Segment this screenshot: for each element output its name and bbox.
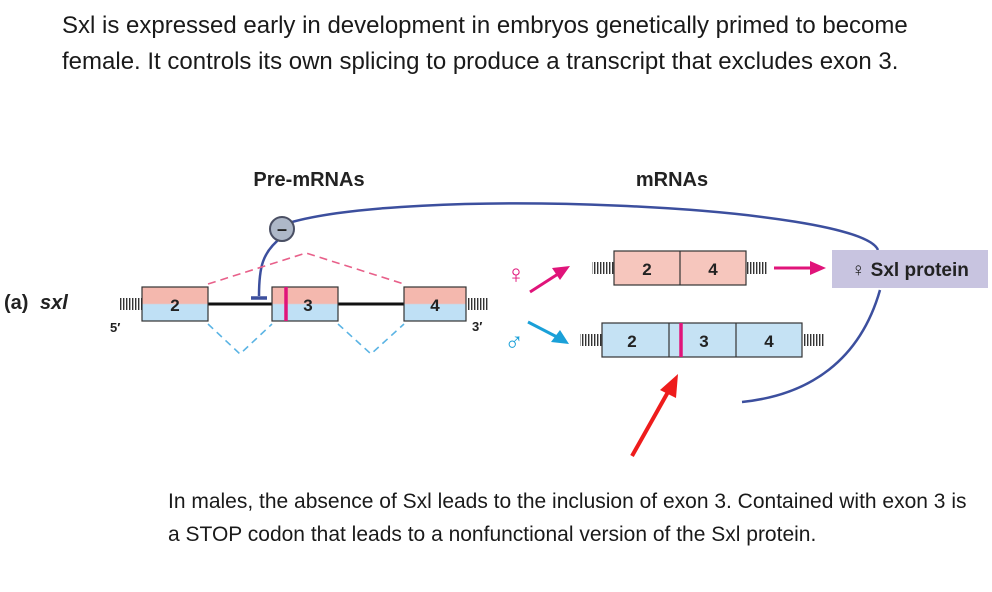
feedback-curve-top [281, 202, 880, 251]
sxl-protein-label: ♀ Sxl protein [851, 260, 969, 281]
male-arrow-head [551, 330, 569, 344]
mrna-title: mRNAs [636, 169, 708, 191]
female-arrow-shaft [529, 272, 559, 294]
male-arrow-shaft [527, 320, 558, 339]
male-symbol: ♂ [504, 327, 524, 357]
pre-mrna-exon-3 [271, 286, 339, 322]
gene-name: sxl [40, 292, 68, 314]
male-mrna-3-tail [802, 334, 824, 346]
pre-mrna-exon-2 [141, 286, 209, 322]
pre-mrna-exon-4-label: 4 [430, 296, 440, 315]
highlight-arrow-shaft [630, 391, 670, 457]
outro-text: In males, the absence of Sxl leads to th… [168, 490, 967, 546]
female-mrna-3-tail [746, 262, 768, 274]
intro-text: Sxl is expressed early in development in… [62, 12, 908, 75]
male-mrna-exon-4-label: 4 [764, 332, 774, 351]
male-mrna-5-tail [580, 334, 602, 346]
inhibition-circle [269, 216, 295, 242]
highlight-arrow-head [660, 374, 678, 398]
pre-mrna-title: Pre-mRNAs [253, 169, 364, 191]
male-splice-path-2 [337, 323, 405, 356]
female-splice-path [207, 252, 405, 285]
female-mrna-exon-4-label: 4 [708, 260, 718, 279]
female-mrna-exon-2-label: 2 [642, 260, 651, 279]
three-prime-label: 3′ [472, 319, 482, 334]
female-mrna-5-tail [592, 262, 614, 274]
male-mrna-exon-2-label: 2 [627, 332, 636, 351]
sxl-protein-box [832, 250, 988, 288]
inhibition-line [257, 236, 283, 297]
inhibition-symbol: – [277, 219, 287, 239]
pre-mrna-exon-2-label: 2 [170, 296, 179, 315]
feedback-curve-bottom [741, 289, 882, 404]
protein-arrow-head [810, 261, 826, 275]
pre-mrna-exon-4 [403, 286, 467, 322]
male-splice-path-1 [207, 323, 273, 356]
panel-label: (a) sxl [4, 292, 68, 314]
female-arrow-head [552, 266, 570, 280]
pre-mrna-exon-3-label: 3 [303, 296, 312, 315]
male-mrna-exon-3-label: 3 [699, 332, 708, 351]
five-prime-label: 5′ [110, 320, 120, 335]
pre-mrna-5-tail [120, 298, 142, 310]
female-symbol: ♀ [506, 259, 526, 289]
pre-mrna-3-tail [466, 298, 488, 310]
